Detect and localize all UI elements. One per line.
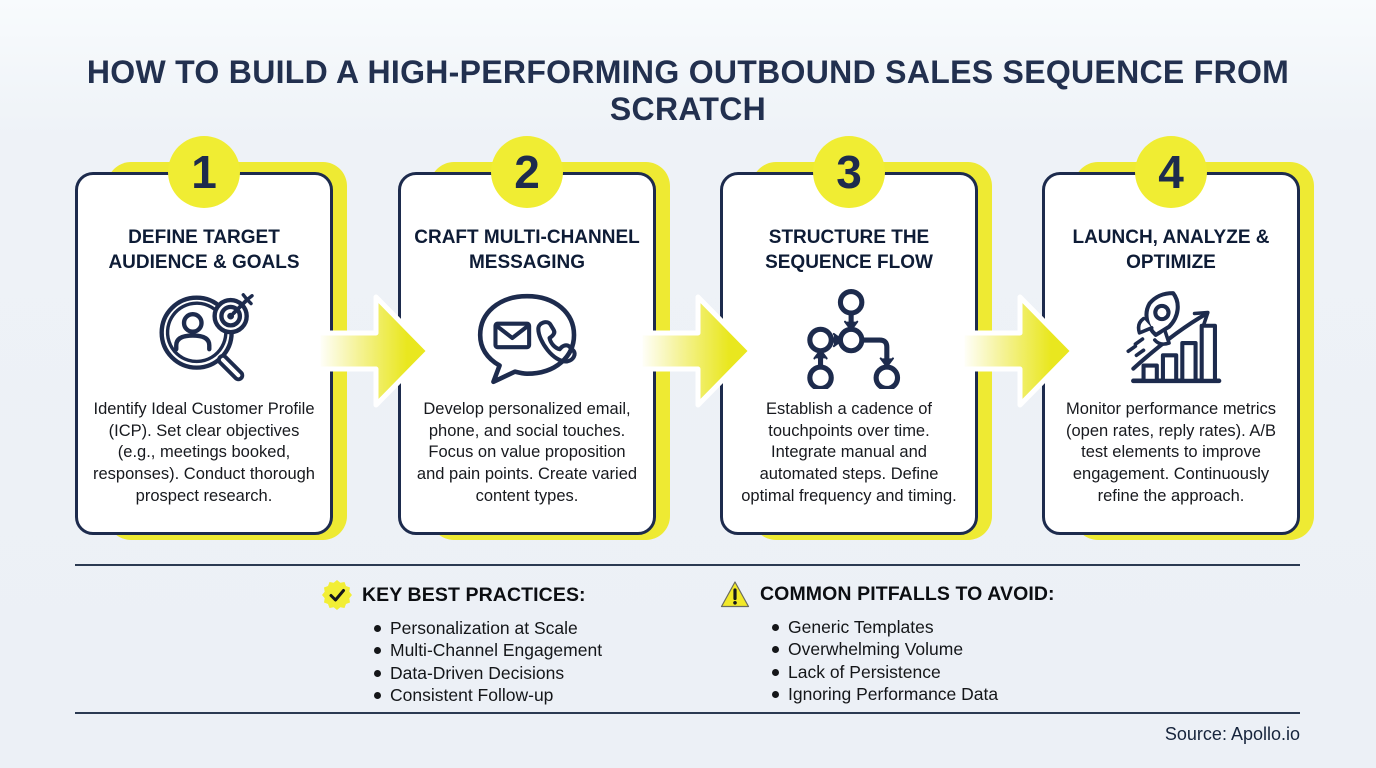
check-badge-icon: [322, 580, 352, 610]
page-title: HOW TO BUILD A HIGH-PERFORMING OUTBOUND …: [86, 54, 1290, 127]
step-card-body: STRUCTURE THE SEQUENCE FLOW Establish a …: [720, 172, 978, 535]
step-description: Establish a cadence of touchpoints over …: [741, 400, 957, 505]
step-card-2: 2 CRAFT MULTI-CHANNEL MESSAGING Develop …: [398, 136, 670, 540]
step-card-body: CRAFT MULTI-CHANNEL MESSAGING Develop pe…: [398, 172, 656, 535]
source-attribution: Source: Apollo.io: [1164, 724, 1300, 744]
warning-triangle-icon: [720, 581, 750, 608]
step-number-badge: 2: [491, 136, 563, 208]
best-practices-list: Personalization at Scale Multi-Channel E…: [322, 617, 602, 707]
list-item: Multi-Channel Engagement: [374, 639, 602, 661]
step-card-body: LAUNCH, ANALYZE & OPTIMIZE Monitor perfo…: [1042, 172, 1300, 535]
chat-bubble-email-phone-icon: [477, 294, 577, 385]
list-item: Data-Driven Decisions: [374, 662, 602, 684]
list-item: Personalization at Scale: [374, 617, 602, 639]
step-number-badge: 4: [1135, 136, 1207, 208]
list-item: Consistent Follow-up: [374, 684, 602, 706]
step-title: STRUCTURE THE SEQUENCE FLOW: [765, 227, 933, 274]
step-card-3: 3 STRUCTURE THE SEQUENCE FLOW Establish …: [720, 136, 992, 540]
flow-arrow-icon: [960, 294, 1076, 408]
step-description: Monitor performance metrics (open rates,…: [1065, 400, 1276, 505]
list-item: Overwhelming Volume: [772, 638, 1055, 660]
magnifier-person-target-icon: [159, 293, 254, 382]
step-title: DEFINE TARGET AUDIENCE & GOALS: [108, 227, 300, 274]
divider-line: [75, 564, 1300, 566]
flow-arrow-icon: [316, 294, 432, 408]
best-practices-heading: KEY BEST PRACTICES:: [362, 583, 586, 606]
pitfalls-section: COMMON PITFALLS TO AVOID: Generic Templa…: [720, 580, 1055, 706]
step-description: Identify Ideal Customer Profile (ICP). S…: [93, 400, 315, 505]
flowchart-icon: [807, 289, 900, 390]
best-practices-section: KEY BEST PRACTICES: Personalization at S…: [322, 580, 602, 707]
step-card-body: DEFINE TARGET AUDIENCE & GOALS Identify …: [75, 172, 333, 535]
step-card-1: 1 DEFINE TARGET AUDIENCE & GOALS Identif…: [75, 136, 347, 540]
step-title: CRAFT MULTI-CHANNEL MESSAGING: [414, 227, 640, 274]
flow-arrow-icon: [638, 294, 754, 408]
pitfalls-heading: COMMON PITFALLS TO AVOID:: [760, 583, 1055, 605]
step-description: Develop personalized email, phone, and s…: [416, 400, 638, 505]
step-number-badge: 3: [813, 136, 885, 208]
list-item: Generic Templates: [772, 616, 1055, 638]
pitfalls-list: Generic Templates Overwhelming Volume La…: [720, 616, 1055, 706]
step-card-4: 4 LAUNCH, ANALYZE & OPTIMIZE Monitor per…: [1042, 136, 1314, 540]
list-item: Ignoring Performance Data: [772, 683, 1055, 705]
list-item: Lack of Persistence: [772, 661, 1055, 683]
rocket-growth-chart-icon: [1126, 291, 1222, 384]
step-title: LAUNCH, ANALYZE & OPTIMIZE: [1072, 227, 1270, 274]
divider-line: [75, 712, 1300, 714]
step-number-badge: 1: [168, 136, 240, 208]
